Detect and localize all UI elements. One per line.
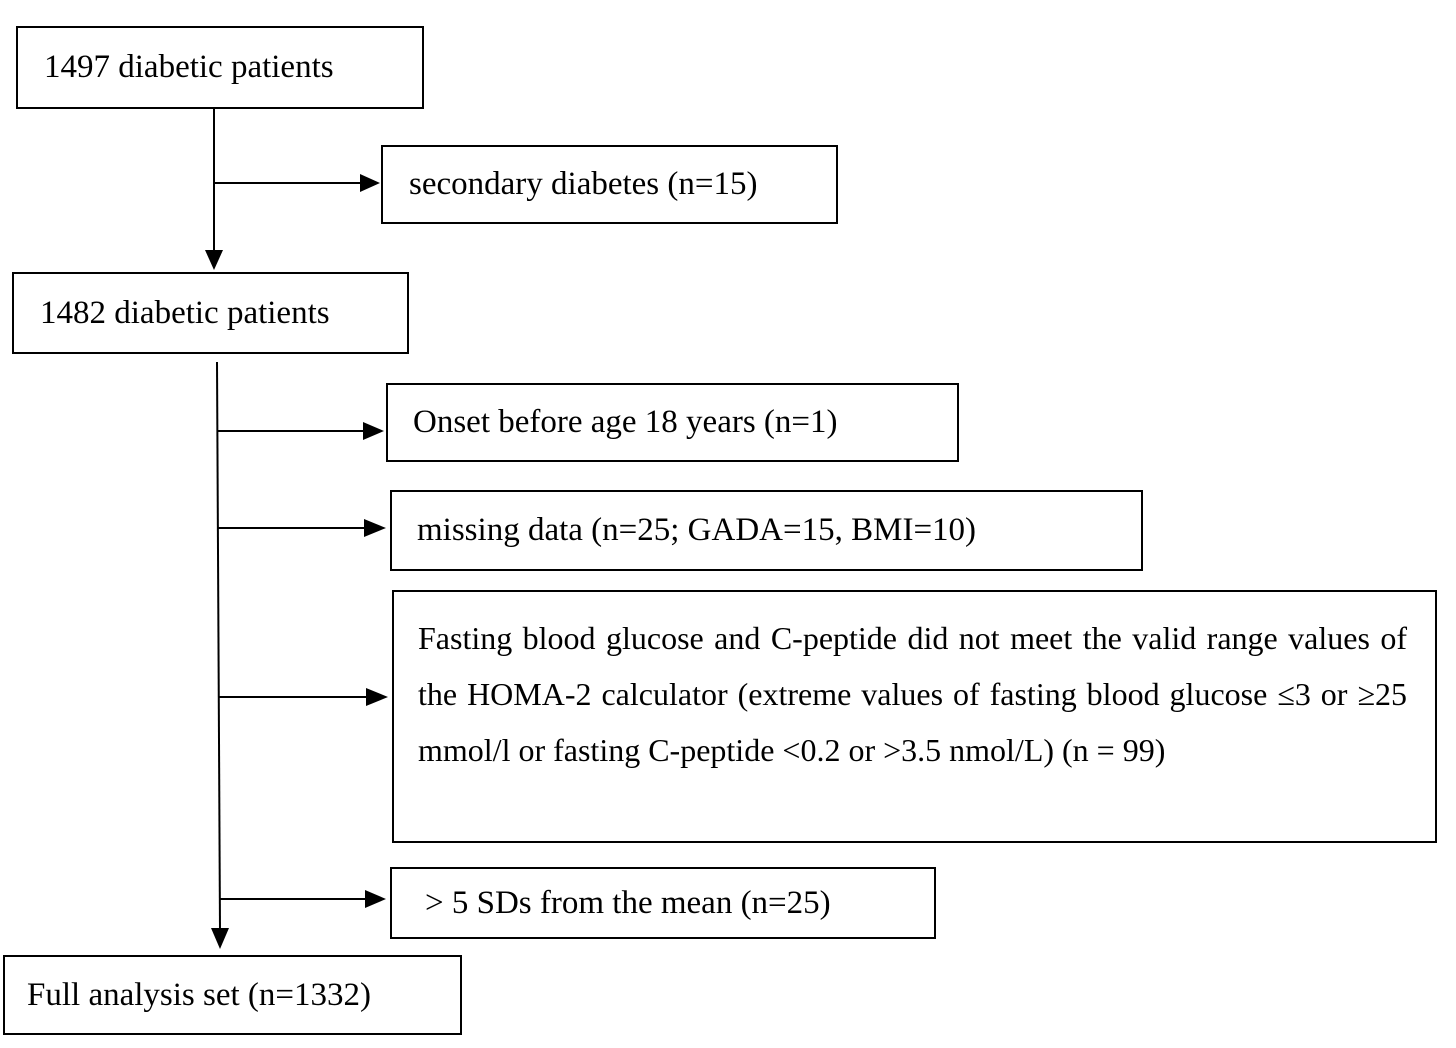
exclusion-box-outliers: > 5 SDs from the mean (n=25) [390,867,936,939]
arrowhead-right-onset [363,422,384,440]
exclusion-box-secondary-diabetes: secondary diabetes (n=15) [381,145,838,224]
final-analysis-box: Full analysis set (n=1332) [3,955,462,1035]
arrowhead-right-secondary [360,174,380,192]
exclusion-label-onset-age: Onset before age 18 years (n=1) [413,404,838,440]
arrowhead-down-final [211,928,229,949]
arrowhead-down-1 [205,250,223,270]
exclusion-box-homa-range: Fasting blood glucose and C-peptide did … [392,590,1437,843]
exclusion-label-missing-data: missing data (n=25; GADA=15, BMI=10) [417,512,977,548]
arrowhead-right-homa [366,688,388,706]
exclusion-label-outliers: > 5 SDs from the mean (n=25) [425,884,831,921]
start-box: 1497 diabetic patients [16,26,424,109]
exclusion-label-homa-range: Fasting blood glucose and C-peptide did … [418,620,1407,768]
exclusion-box-missing-data: missing data (n=25; GADA=15, BMI=10) [390,490,1143,571]
start-label: 1497 diabetic patients [44,49,334,85]
trunk-line-2 [216,361,221,931]
after-exclusion-box: 1482 diabetic patients [12,272,409,354]
arrowhead-right-sds [365,890,386,908]
exclusion-label-secondary-diabetes: secondary diabetes (n=15) [409,166,758,202]
final-analysis-label: Full analysis set (n=1332) [27,976,372,1013]
exclusion-box-onset-age: Onset before age 18 years (n=1) [386,383,959,462]
arrowhead-right-missing [364,519,386,537]
after-exclusion-label: 1482 diabetic patients [40,294,330,331]
